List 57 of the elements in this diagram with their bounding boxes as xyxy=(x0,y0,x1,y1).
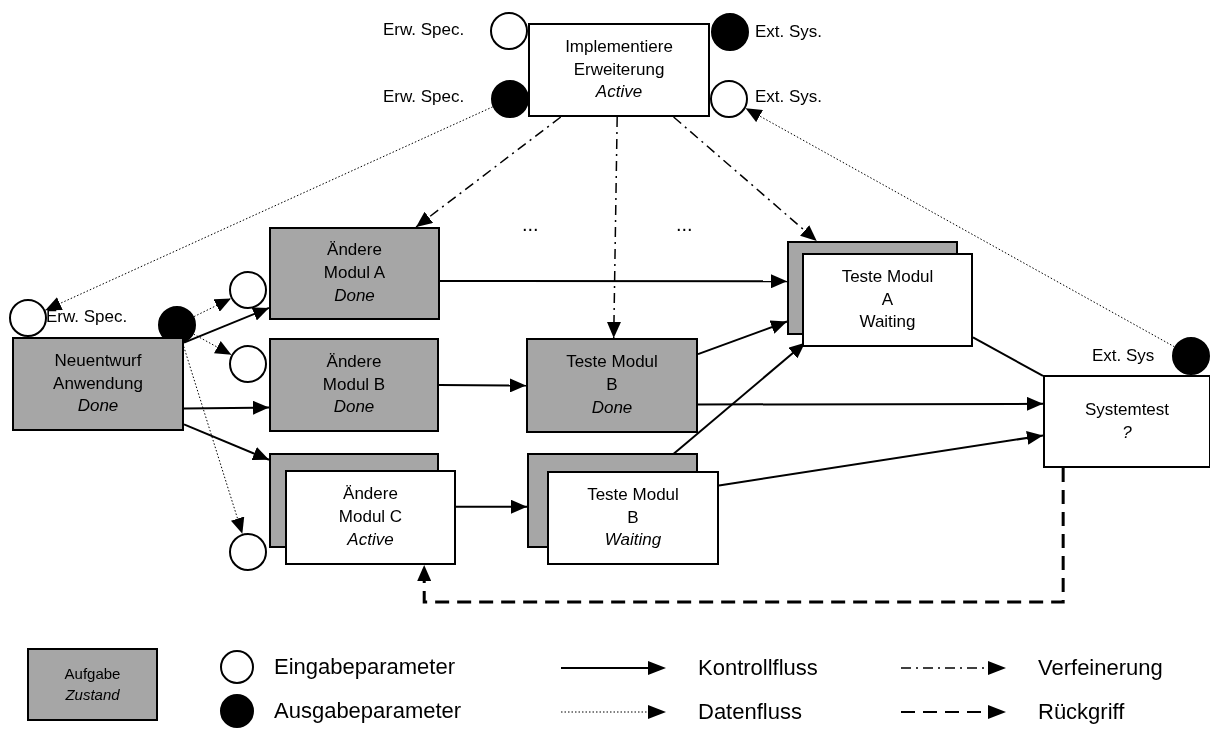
task-state: Zustand xyxy=(65,684,120,705)
task-box xyxy=(1043,375,1210,468)
arrow xyxy=(697,320,788,356)
task-state: Done xyxy=(333,396,375,419)
legend-text: Ausgabeparameter xyxy=(274,697,462,725)
task-state: Active xyxy=(595,81,643,104)
legend-text: Datenfluss xyxy=(698,698,802,726)
arrow xyxy=(183,423,270,461)
ellipsis-label: ... xyxy=(676,212,693,237)
arrow xyxy=(438,378,527,393)
arrow xyxy=(718,430,1044,487)
arrow xyxy=(439,274,788,289)
task-box xyxy=(526,338,698,433)
task-name: Teste Modul A xyxy=(840,265,935,311)
task-name: Ändere Modul A xyxy=(322,239,387,285)
task-state: ? xyxy=(1122,421,1132,444)
ellipsis-label: ... xyxy=(522,212,539,237)
task-name: Teste Modul B xyxy=(586,483,680,529)
legend-text: Rückgriff xyxy=(1038,698,1125,726)
task-box xyxy=(12,337,184,431)
task-name: Teste Modul B xyxy=(565,351,659,397)
parameter-label: Erw. Spec. xyxy=(383,86,465,108)
legend-text: Eingabeparameter xyxy=(274,653,455,681)
task-name: Ändere Modul B xyxy=(321,350,387,396)
arrow xyxy=(606,116,621,339)
arrow xyxy=(183,400,270,415)
task-name: Aufgabe xyxy=(64,664,121,685)
parameter-label: Erw. Spec. xyxy=(46,306,128,328)
connector-line xyxy=(972,336,1044,377)
task-state: Waiting xyxy=(859,311,916,334)
arrow xyxy=(455,499,528,514)
task-name: Ändere Modul C xyxy=(337,483,404,529)
task-state: Waiting xyxy=(604,529,662,552)
legend-text: Verfeinerung xyxy=(1038,654,1163,682)
parameter-label: Ext. Sys. xyxy=(755,86,823,108)
arrow xyxy=(697,396,1044,411)
legend-text: Kontrollfluss xyxy=(698,654,818,682)
task-state: Active xyxy=(347,528,394,551)
task-box xyxy=(269,338,439,432)
task-box xyxy=(27,648,158,721)
task-name: Systemtest xyxy=(1084,398,1170,421)
task-box xyxy=(269,227,440,320)
task-state: Done xyxy=(591,396,633,419)
task-state: Done xyxy=(334,284,375,307)
task-state: Done xyxy=(77,395,119,418)
task-box xyxy=(528,23,710,117)
parameter-label: Ext. Sys xyxy=(1092,345,1155,367)
arrow xyxy=(672,116,818,242)
stacked-task-box xyxy=(269,453,456,565)
parameter-label: Erw. Spec. xyxy=(383,19,465,41)
stacked-task-box xyxy=(527,453,719,565)
stacked-task-box xyxy=(787,241,973,347)
parameter-label: Ext. Sys. xyxy=(755,21,823,43)
arrow xyxy=(415,116,562,228)
arrow xyxy=(417,468,1065,604)
task-name: Implementiere Erweiterung xyxy=(564,35,674,81)
task-name: Neuentwurf Anwendung xyxy=(52,349,144,395)
